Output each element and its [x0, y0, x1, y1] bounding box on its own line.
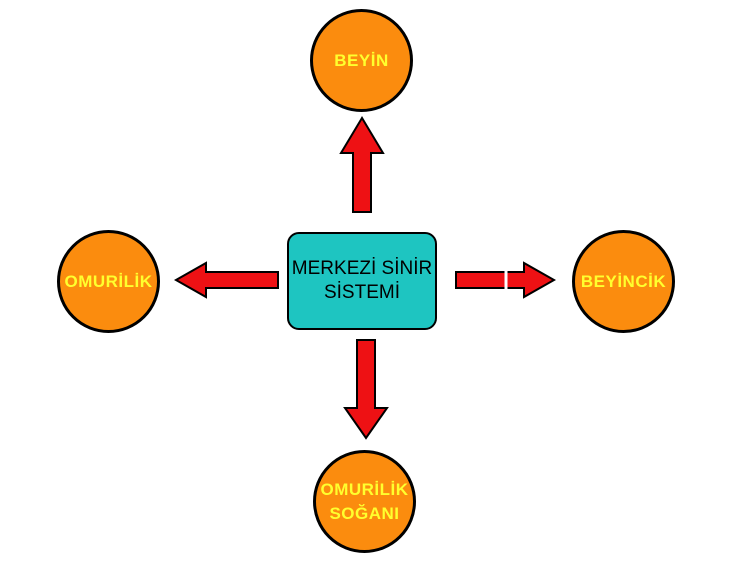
arrow-up-icon — [339, 116, 385, 213]
node-omurilik-label: OMURİLİK — [64, 270, 152, 294]
node-label-line: SOĞANI — [329, 503, 400, 523]
node-beyin: BEYİN — [310, 9, 413, 112]
node-beyincik-label: BEYİNCİK — [581, 270, 666, 294]
arrow-left-icon — [173, 261, 279, 299]
center-label-line: MERKEZİ SİNİR — [291, 258, 433, 279]
node-omurilik: OMURİLİK — [57, 230, 160, 333]
arrow-right-shaft-gap — [504, 270, 508, 290]
node-omurilik-sogani: OMURİLİK SOĞANI — [313, 450, 416, 553]
center-label-line: SİSTEMİ — [323, 282, 400, 303]
node-beyincik: BEYİNCİK — [572, 230, 675, 333]
center-node-label: MERKEZİ SİNİR SİSTEMİ — [292, 257, 432, 305]
node-label-line: BEYİN — [334, 50, 389, 70]
node-label-line: OMURİLİK — [64, 271, 153, 291]
arrow-down-icon — [343, 339, 389, 440]
node-omurilik-sogani-label: OMURİLİK SOĞANI — [320, 478, 408, 526]
node-label-line: BEYİNCİK — [580, 271, 667, 291]
node-label-line: OMURİLİK — [320, 479, 409, 499]
center-node: MERKEZİ SİNİR SİSTEMİ — [287, 232, 437, 330]
node-beyin-label: BEYİN — [334, 49, 388, 73]
